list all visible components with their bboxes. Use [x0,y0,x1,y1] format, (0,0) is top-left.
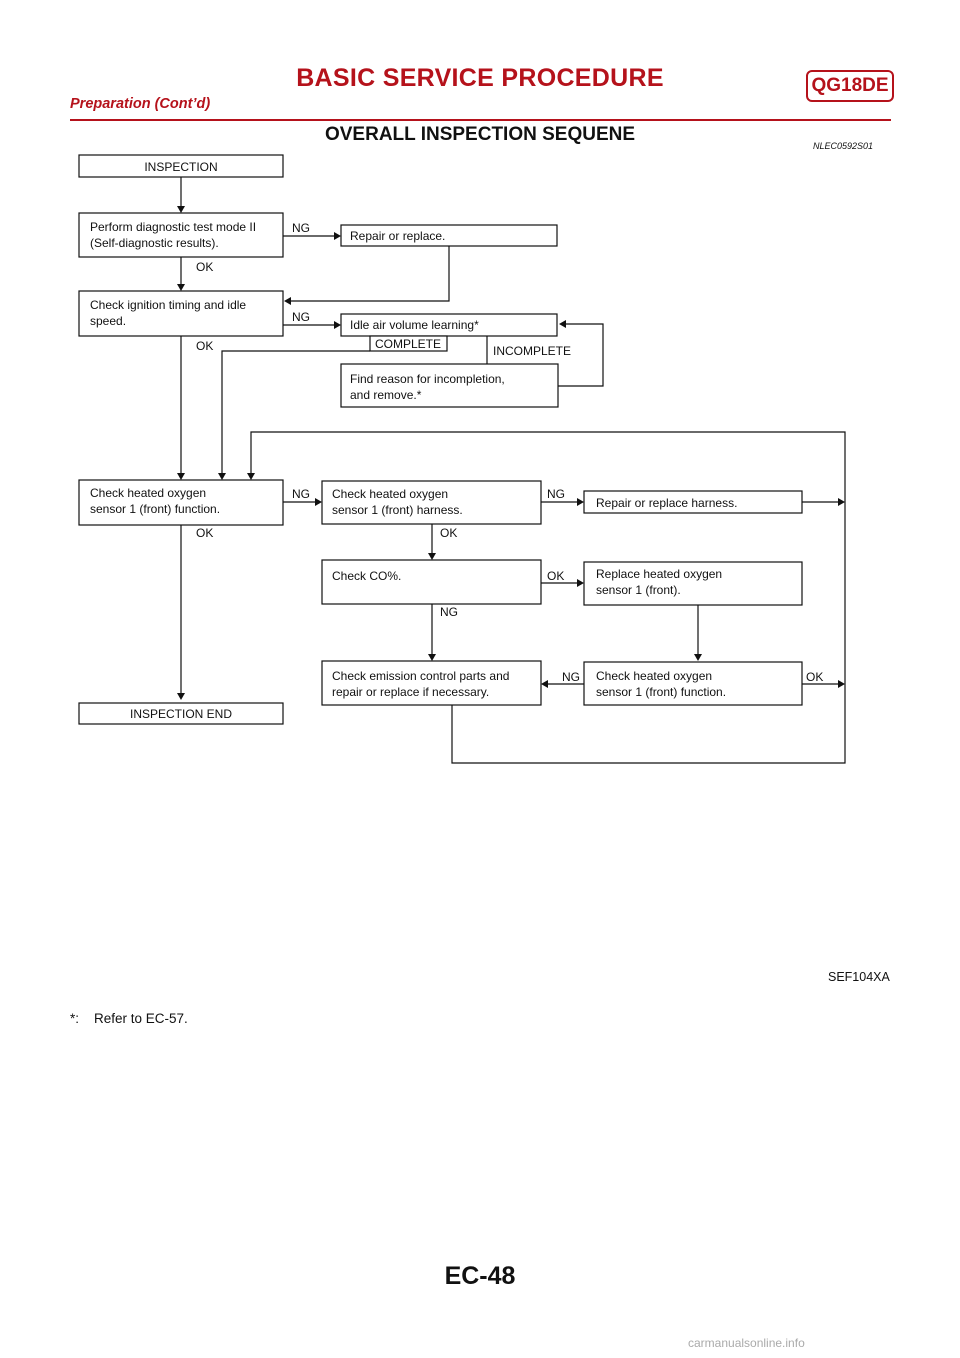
box-check-ho2s-function-2-line2: sensor 1 (front) function. [596,685,726,699]
box-diagnostic-test [78,212,284,258]
header-subtitle: Preparation (Cont’d) [70,96,211,112]
box-check-co [321,559,542,605]
box-repair-or-replace [340,224,558,247]
box-check-ho2s-function-line1: Check heated oxygen [90,486,206,500]
box-check-emission-line1: Check emission control parts and [332,669,509,683]
label-ng-co: NG [440,605,458,619]
label-complete-box [369,335,448,352]
box-check-ho2s-harness-line2: sensor 1 (front) harness. [332,503,463,517]
box-check-ho2s-harness [321,480,542,525]
box-inspection [78,154,284,178]
box-find-reason-line2: and remove.* [350,388,422,402]
box-replace-ho2s [583,561,803,606]
box-diagnostic-test-line1: Perform diagnostic test mode II [90,220,256,234]
label-ok-ho2s-2: OK [806,670,823,684]
box-check-ho2s-function-2 [583,661,803,706]
label-incomplete: INCOMPLETE [493,344,571,358]
label-ok-harness: OK [440,526,457,540]
box-check-co-text: Check CO%. [332,569,401,583]
label-ng-ho2s: NG [292,487,310,501]
box-inspection-end-text: INSPECTION END [130,707,232,721]
label-ok-ignition: OK [196,339,213,353]
header-divider [70,119,891,121]
box-check-ignition-line1: Check ignition timing and idle [90,298,246,312]
box-repair-harness-text: Repair or replace harness. [596,496,737,510]
box-check-ho2s-harness-line1: Check heated oxygen [332,487,448,501]
label-ng-ignition: NG [292,310,310,324]
watermark: carmanualsonline.info [688,1336,805,1350]
box-check-ignition [78,290,284,337]
section-code: NLEC0592S01 [813,141,874,151]
box-replace-ho2s-line2: sensor 1 (front). [596,583,681,597]
label-ng-ho2s-2: NG [562,670,580,684]
box-idle-air-learning [340,313,558,337]
box-repair-harness [583,490,803,514]
label-ok-diag: OK [196,260,213,274]
box-check-ho2s-function-line2: sensor 1 (front) function. [90,502,220,516]
label-ok-ho2s: OK [196,526,213,540]
footnote: *: Refer to EC-57. [70,1011,188,1026]
box-check-emission-line2: repair or replace if necessary. [332,685,489,699]
box-check-ho2s-function-2-line1: Check heated oxygen [596,669,712,683]
label-complete: COMPLETE [375,337,441,351]
box-find-reason [340,363,559,408]
header-title: BASIC SERVICE PROCEDURE [296,64,664,92]
box-find-reason-line1: Find reason for incompletion, [350,372,505,386]
engine-code-badge: QG18DE [806,70,894,102]
box-check-ignition-line2: speed. [90,314,126,328]
flow-connectors [177,177,846,764]
box-repair-or-replace-text: Repair or replace. [350,229,445,243]
box-inspection-end [78,702,284,725]
page-number: EC-48 [444,1262,516,1290]
box-diagnostic-test-line2: (Self-diagnostic results). [90,236,219,250]
figure-reference: SEF104XA [828,970,890,984]
section-title: OVERALL INSPECTION SEQUENE [324,124,636,145]
box-check-emission [321,660,542,706]
box-replace-ho2s-line1: Replace heated oxygen [596,567,722,581]
box-check-ho2s-function [78,479,284,526]
box-idle-air-learning-text: Idle air volume learning* [350,318,479,332]
label-ng-diag: NG [292,221,310,235]
label-ng-harness: NG [547,487,565,501]
box-inspection-text: INSPECTION [144,160,217,174]
label-ok-co: OK [547,569,564,583]
